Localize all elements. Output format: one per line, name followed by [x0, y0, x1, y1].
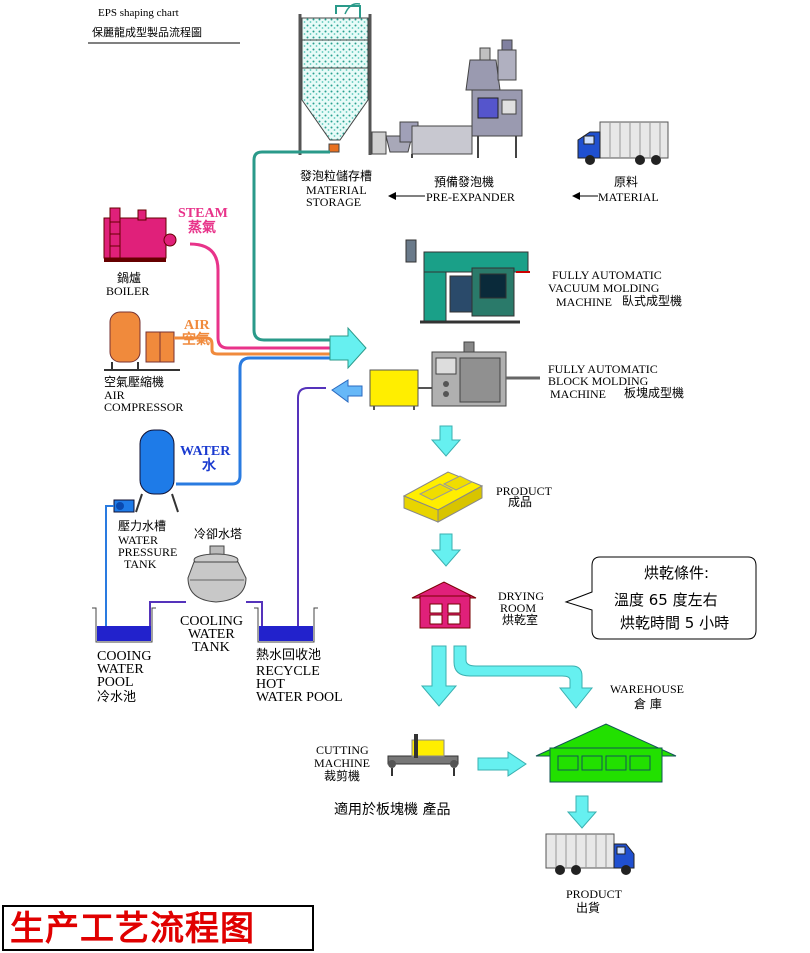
- header-title-en: EPS shaping chart: [98, 7, 179, 19]
- water-label-cn: 水: [202, 458, 216, 474]
- cutting-note: 適用於板塊機 產品: [334, 802, 451, 818]
- water-label-en: WATER: [180, 444, 231, 459]
- vacuum-molding-machine-icon: [405, 239, 530, 324]
- shipping-label-cn: 出貨: [576, 901, 601, 915]
- warehouse-icon: [535, 723, 677, 783]
- material-label-en: MATERIAL: [598, 190, 659, 204]
- footer-title: 生产工艺流程图: [10, 909, 255, 949]
- block-machine-label-cn: 板塊成型機: [624, 386, 685, 400]
- drying-label-en2: ROOM: [500, 601, 537, 615]
- compressor-label-cn: 空氣壓縮機: [104, 375, 165, 389]
- supply-arrow-icon: [329, 326, 367, 370]
- cutting-label-en1: CUTTING: [316, 743, 369, 757]
- steam-label-cn: 蒸氣: [188, 220, 216, 236]
- cutting-machine-icon: [387, 734, 459, 776]
- steam-pipe: [189, 242, 340, 350]
- product-label-en: PRODUCT: [496, 484, 553, 498]
- footer-title-box: 生产工艺流程图: [2, 905, 314, 951]
- air-label-cn: 空氣: [182, 332, 210, 348]
- flow-arrow-to-product: [430, 425, 462, 457]
- steam-label-en: STEAM: [178, 206, 228, 221]
- material-label-cn: 原料: [614, 175, 639, 189]
- block-machine-label-en1: FULLY AUTOMATIC: [548, 362, 658, 376]
- vacuum-machine-label-en1: FULLY AUTOMATIC: [552, 268, 662, 282]
- flow-arrow-cutting-to-warehouse: [477, 751, 527, 777]
- vacuum-machine-label-en2: VACUUM MOLDING: [548, 281, 660, 295]
- cool-pool-label-en3: POOL: [97, 675, 134, 690]
- hot-pool-label-en3: WATER POOL: [256, 690, 343, 705]
- shipping-label-en: PRODUCT: [566, 887, 623, 901]
- vacuum-machine-label-cn: 臥式成型機: [622, 294, 683, 308]
- air-pipe: [174, 336, 340, 356]
- material-storage-silo-icon: [298, 2, 372, 155]
- air-compressor-icon: [104, 311, 180, 371]
- shipping-truck-icon: [545, 833, 635, 875]
- pressure-tank-label-en2: PRESSURE: [118, 545, 178, 559]
- cooling-tower-label-cn: 冷卻水塔: [194, 527, 243, 541]
- material-pipe: [252, 150, 340, 342]
- block-machine-label-en3: MACHINE: [550, 387, 606, 401]
- recycle-pipe: [297, 387, 326, 626]
- block-molding-machine-icon: [369, 341, 540, 410]
- product-block-icon: [402, 471, 484, 523]
- boiler-label-en: BOILER: [106, 284, 150, 298]
- pressure-tank-label-en3: TANK: [124, 557, 157, 571]
- warehouse-label-en: WAREHOUSE: [610, 682, 684, 696]
- drying-label-cn: 烘乾室: [502, 613, 539, 627]
- pressure-tank-label-en1: WATER: [118, 533, 158, 547]
- boiler-label-cn: 鍋爐: [117, 271, 142, 285]
- cooling-tank-label-en3: TANK: [192, 640, 230, 655]
- drying-conditions-title: 烘乾條件:: [644, 564, 710, 582]
- storage-label-cn: 發泡粒儲存槽: [300, 169, 373, 183]
- material-truck-icon: [577, 121, 669, 165]
- flow-arrow-to-warehouse: [453, 645, 594, 709]
- drying-conditions-time: 烘乾時間 5 小時: [620, 614, 730, 632]
- pressure-tank-icon: [113, 429, 179, 513]
- material-flow-arrows: [388, 192, 598, 200]
- cooling-water-pool-icon: [92, 607, 156, 643]
- recycle-hot-water-pool-icon: [254, 607, 318, 643]
- boiler-icon: [103, 207, 177, 262]
- drying-room-icon: [411, 581, 477, 629]
- pre-expander-icon: [371, 39, 523, 158]
- hot-pool-label-en1: RECYCLE: [256, 664, 320, 679]
- drying-label-en1: DRYING: [498, 589, 545, 603]
- storage-label-en2: STORAGE: [306, 195, 362, 209]
- water-pipe: [105, 356, 340, 626]
- cutting-label-cn: 裁剪機: [324, 769, 361, 783]
- compressor-label-en2: COMPRESSOR: [104, 400, 184, 414]
- hot-pool-label-cn: 熱水回收池: [256, 648, 322, 663]
- air-label-en: AIR: [184, 318, 210, 333]
- pool-pipes: [149, 601, 263, 626]
- hot-pool-label-en2: HOT: [256, 677, 285, 692]
- warehouse-label-cn: 倉 庫: [634, 697, 662, 711]
- vacuum-machine-label-en3: MACHINE: [556, 295, 612, 309]
- block-machine-label-en2: BLOCK MOLDING: [548, 374, 649, 388]
- flow-arrow-to-shipping: [566, 795, 598, 829]
- cool-pool-label-en2: WATER: [97, 662, 144, 677]
- preexpander-label-cn: 預備發泡機: [434, 175, 495, 189]
- drying-conditions-bubble: [564, 556, 757, 640]
- pressure-tank-label-cn: 壓力水槽: [118, 519, 167, 533]
- product-label-cn: 成品: [508, 495, 533, 509]
- preexpander-label-en: PRE-EXPANDER: [426, 190, 515, 204]
- compressor-label-en1: AIR: [104, 388, 125, 402]
- storage-label-en1: MATERIAL: [306, 183, 367, 197]
- cool-pool-label-en1: COOING: [97, 649, 152, 664]
- flow-arrow-to-drying: [430, 533, 462, 567]
- cooling-tank-label-en2: WATER: [188, 627, 235, 642]
- cooling-tank-label-en1: COOLING: [180, 614, 243, 629]
- header-title-cn: 保麗龍成型製品流程圖: [92, 26, 202, 39]
- cool-pool-label-cn: 冷水池: [97, 690, 137, 705]
- cooling-tower-icon: [187, 545, 247, 603]
- cutting-label-en2: MACHINE: [314, 756, 370, 770]
- return-arrow-icon: [331, 379, 363, 403]
- flow-arrow-to-cutting: [420, 645, 458, 707]
- drying-conditions-temp: 溫度 65 度左右: [614, 591, 718, 609]
